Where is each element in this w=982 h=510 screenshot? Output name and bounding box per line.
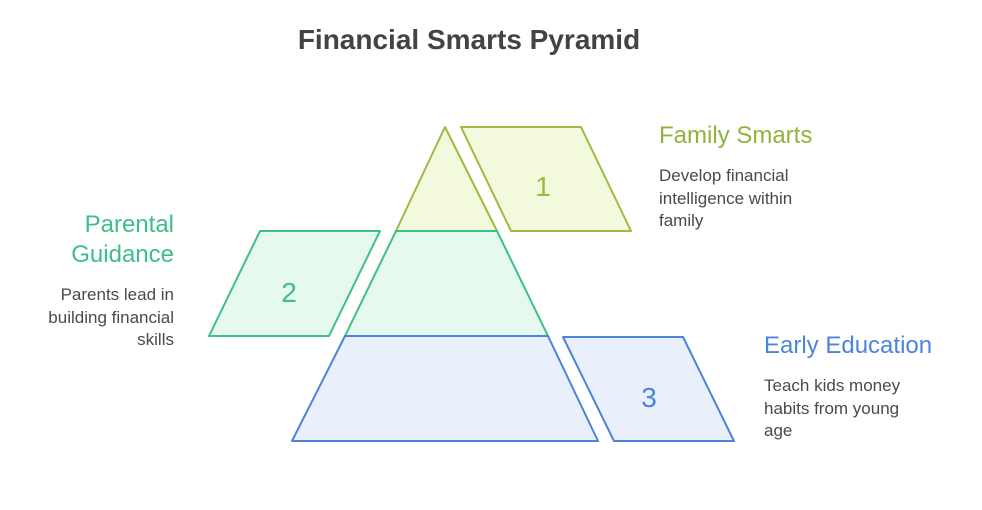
level-3-heading: Early Education (764, 332, 933, 359)
level-2-label: Parental Guidance Parents lead in buildi… (14, 210, 174, 352)
level-2-number-box (208, 230, 381, 337)
diagram-title: Financial Smarts Pyramid (297, 24, 641, 55)
level-1-label: Family Smarts Develop financial intellig… (659, 121, 859, 233)
level-3-number: 3 (641, 382, 657, 413)
level-1-heading: Family Smarts (659, 122, 813, 149)
level-2-description: Parents lead in building financial skill… (48, 285, 174, 349)
pyramid-level-2-trapezoid (344, 230, 549, 337)
level-1-number: 1 (535, 171, 551, 202)
level-1-number-box (460, 126, 632, 232)
pyramid-level-3-trapezoid (291, 335, 599, 442)
level-3-label: Early Education Teach kids money habits … (764, 331, 974, 443)
level-1-description: Develop financial intelligence within fa… (659, 166, 793, 230)
level-3-number-box (562, 336, 735, 442)
level-2-number: 2 (281, 277, 297, 308)
level-3-description: Teach kids money habits from young age (764, 376, 901, 440)
level-2-heading: Parental Guidance (71, 211, 174, 268)
